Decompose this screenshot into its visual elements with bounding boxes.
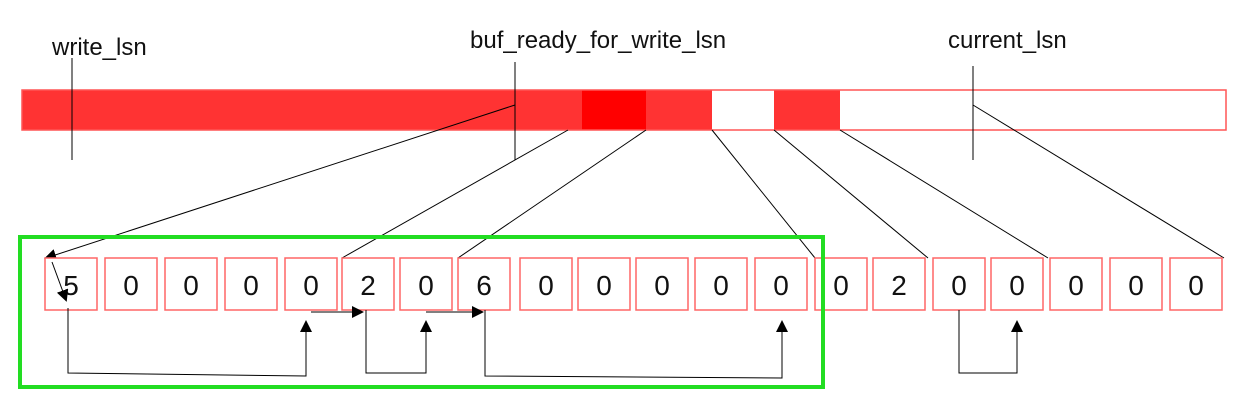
cell: 6	[457, 257, 511, 311]
mapping-line	[773, 129, 929, 259]
cell-value: 0	[183, 270, 199, 301]
bar-segment-filled	[22, 90, 582, 130]
cell: 0	[635, 257, 689, 311]
cell-value: 5	[63, 270, 79, 301]
cell: 2	[872, 257, 926, 311]
cell: 0	[932, 257, 986, 311]
mapping-line	[44, 104, 516, 261]
cell-value: 2	[360, 270, 376, 301]
cell-value: 0	[1009, 270, 1025, 301]
cell-value: 6	[476, 270, 492, 301]
cell-value: 0	[833, 270, 849, 301]
cell: 5	[44, 257, 98, 311]
byte-cells: 5 0 0 0 0 2 0 6 0 0 0 0 0 0 2 0 0 0 0 0	[44, 257, 1223, 311]
cell-value: 0	[538, 270, 554, 301]
cell-value: 0	[123, 270, 139, 301]
link-arrows	[67, 306, 1023, 379]
bar-outline	[21, 89, 1227, 131]
cell: 0	[1049, 257, 1103, 311]
current-lsn-label: current_lsn	[948, 27, 1067, 54]
cell: 0	[694, 257, 748, 311]
link-arrow	[365, 310, 432, 374]
highlight-box	[18, 235, 825, 389]
cell-value: 0	[303, 270, 319, 301]
cell: 0	[990, 257, 1044, 311]
cell-value: 0	[951, 270, 967, 301]
cell-value: 0	[654, 270, 670, 301]
cell-value: 0	[243, 270, 259, 301]
cell-value: 2	[891, 270, 907, 301]
cell-value: 0	[1068, 270, 1084, 301]
cell: 0	[519, 257, 573, 311]
mapping-line	[972, 104, 1225, 259]
cell: 0	[399, 257, 453, 311]
cell-value: 0	[418, 270, 434, 301]
log-buffer-bar	[21, 89, 1227, 131]
bar-segment-empty	[840, 90, 1226, 130]
bar-segment-filled	[774, 90, 840, 130]
cell: 0	[284, 257, 338, 311]
write-lsn-label: write_lsn	[51, 34, 147, 61]
bar-segment-filled-dark	[582, 90, 646, 130]
cell-value: 0	[773, 270, 789, 301]
buf-ready-for-write-lsn-label: buf_ready_for_write_lsn	[470, 27, 726, 54]
cell-value: 0	[1188, 270, 1204, 301]
cell: 0	[224, 257, 278, 311]
link-arrow	[51, 261, 69, 302]
cell-value: 0	[1128, 270, 1144, 301]
cell: 2	[341, 257, 395, 311]
bar-segment-filled	[646, 90, 712, 130]
cell: 0	[1169, 257, 1223, 311]
cell: 0	[577, 257, 631, 311]
cell-value: 0	[713, 270, 729, 301]
cell: 0	[164, 257, 218, 311]
cell-value: 0	[596, 270, 612, 301]
mapping-line	[839, 129, 1049, 259]
link-arrow	[958, 310, 1023, 374]
bar-segment-empty	[712, 90, 774, 130]
link-arrow	[484, 310, 788, 379]
cell: 0	[104, 257, 158, 311]
cell: 0	[754, 257, 808, 311]
link-arrow	[67, 308, 312, 377]
cell: 0	[1109, 257, 1163, 311]
